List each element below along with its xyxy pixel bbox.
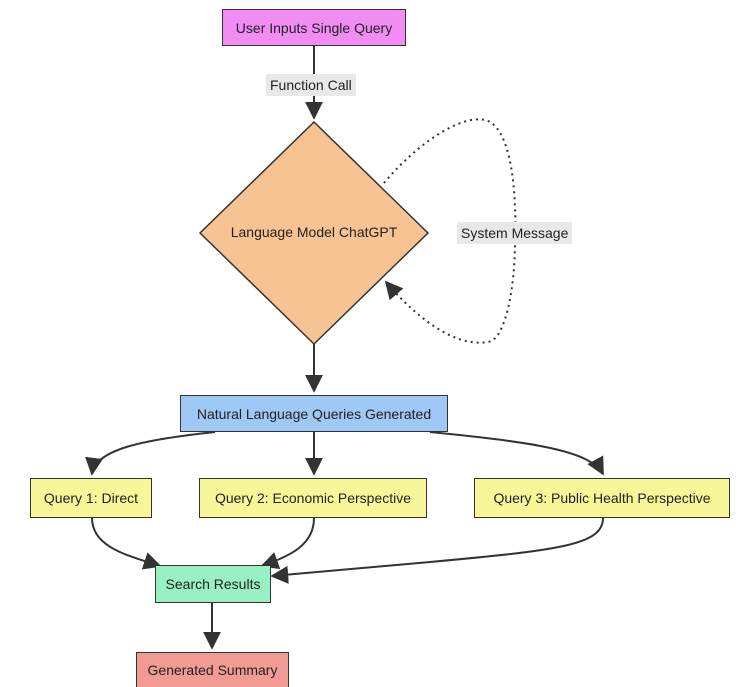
nl-queries-node[interactable]: Natural Language Queries Generated	[180, 395, 448, 432]
search-results-node[interactable]: Search Results	[155, 565, 271, 603]
system-message-label: System Message	[457, 222, 573, 244]
query3-node[interactable]: Query 3: Public Health Perspective	[474, 478, 730, 518]
user-input-node[interactable]: User Inputs Single Query	[222, 9, 406, 46]
function-call-label: Function Call	[266, 74, 356, 96]
query2-node[interactable]: Query 2: Economic Perspective	[199, 478, 427, 518]
edge-nl-queries-to-query3	[429, 431, 604, 476]
query1-node[interactable]: Query 1: Direct	[30, 478, 152, 518]
edge-query3-to-search-results	[270, 517, 604, 584]
edge-query1-to-search-results	[91, 517, 162, 570]
edge-nl-queries-to-query1	[85, 431, 216, 476]
edge-query2-to-search-results	[260, 517, 315, 570]
language-model-label[interactable]: Language Model ChatGPT	[230, 224, 398, 240]
generated-summary-node[interactable]: Generated Summary	[136, 652, 289, 687]
